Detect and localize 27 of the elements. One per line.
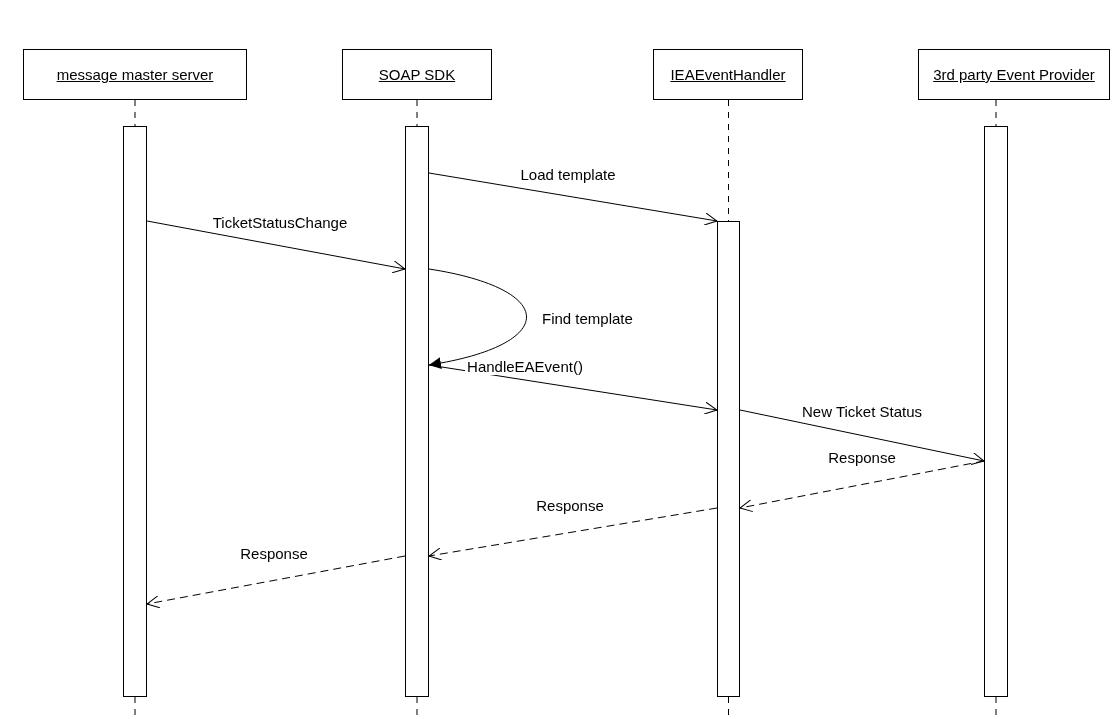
lifeline [995,99,997,127]
return-arrow [146,555,406,609]
participant-box [23,49,247,100]
activation-bar [405,126,429,697]
participant-box [918,49,1110,100]
activation-bar [717,221,740,697]
edge-label: HandleEAEvent() [465,358,585,375]
participant-name: SOAP SDK [378,66,456,83]
participant-name: IEAEventHandler [670,66,786,83]
edge-label: New Ticket Status [800,403,924,420]
participant-box [342,49,492,100]
message-arrow [739,409,985,465]
participant-name: 3rd party Event Provider [933,66,1095,83]
edge-label: Load template [518,166,618,183]
participant-name: message master server [56,66,214,83]
participant-box [653,49,803,100]
activation-bar [123,126,147,697]
message-arrow [428,172,718,226]
return-arrow [739,460,985,513]
lifeline [416,99,418,127]
message-arrow [428,364,718,415]
lifeline [134,99,136,127]
activation-bar [984,126,1008,697]
self-message-arrow [428,268,527,369]
message-arrow [146,220,406,274]
return-arrow [428,507,718,561]
edge-label: TicketStatusChange [210,214,350,231]
